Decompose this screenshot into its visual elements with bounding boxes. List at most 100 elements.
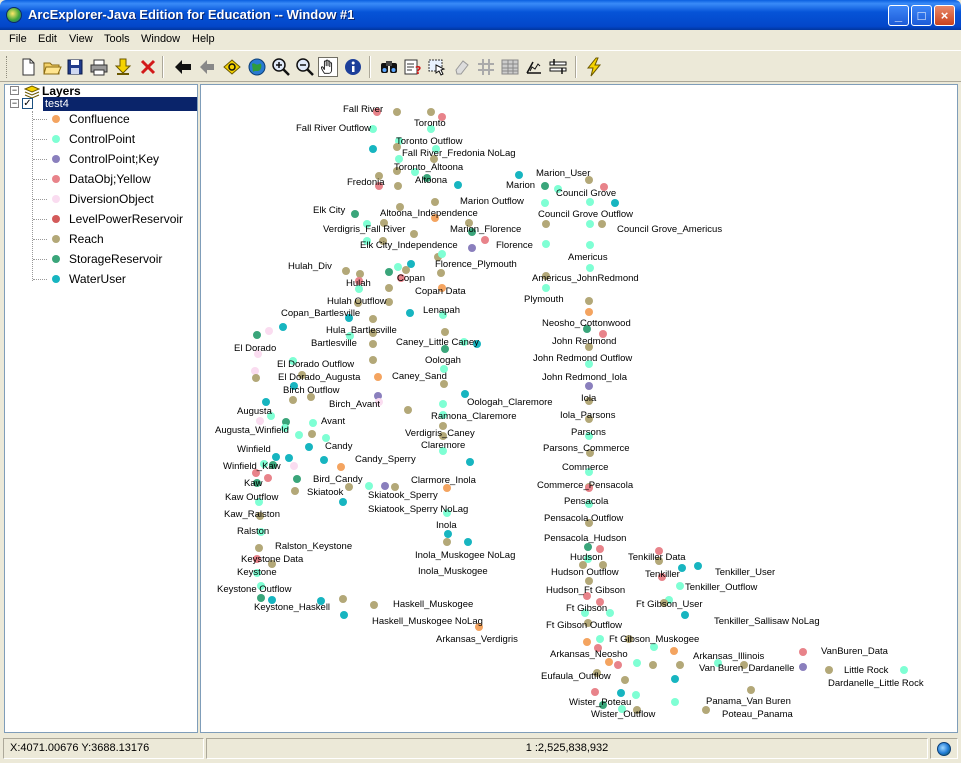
title-bar[interactable]: ArcExplorer-Java Edition for Education -…	[0, 0, 961, 30]
map-feature-wateruser[interactable]	[407, 260, 415, 268]
map-feature-controlpoint[interactable]	[541, 199, 549, 207]
map-feature-wateruser[interactable]	[681, 611, 689, 619]
map-feature-reach[interactable]	[585, 343, 593, 351]
map-feature-storagereservoir[interactable]	[351, 210, 359, 218]
map-feature-controlpoint[interactable]	[606, 609, 614, 617]
map-feature-controlpoint[interactable]	[257, 528, 265, 536]
map-feature-controlpoint[interactable]	[260, 460, 268, 468]
map-feature-reach[interactable]	[298, 371, 306, 379]
map-feature-storagereservoir[interactable]	[269, 461, 277, 469]
map-feature-reach[interactable]	[740, 661, 748, 669]
map-feature-reach[interactable]	[385, 298, 393, 306]
map-feature-storagereservoir[interactable]	[541, 182, 549, 190]
map-feature-wateruser[interactable]	[340, 611, 348, 619]
map-feature-controlpoint[interactable]	[632, 691, 640, 699]
map-feature-dataobj-yellow[interactable]	[599, 330, 607, 338]
map-feature-reach[interactable]	[633, 706, 641, 714]
map-feature-controlpoint[interactable]	[439, 400, 447, 408]
map-feature-controlpoint[interactable]	[585, 432, 593, 440]
map-feature-controlpoint[interactable]	[584, 555, 592, 563]
map-feature-controlpoint-key[interactable]	[799, 663, 807, 671]
save-icon[interactable]	[65, 57, 85, 77]
map-feature-confluence[interactable]	[337, 463, 345, 471]
map-feature-reach[interactable]	[268, 560, 276, 568]
map-feature-wateruser[interactable]	[279, 323, 287, 331]
zoom-to-layer-icon[interactable]	[222, 57, 242, 77]
map-feature-reach[interactable]	[410, 230, 418, 238]
menu-tools[interactable]: Tools	[104, 33, 130, 45]
map-feature-controlpoint[interactable]	[586, 264, 594, 272]
zoom-in-icon[interactable]	[271, 57, 291, 77]
map-feature-controlpoint[interactable]	[395, 155, 403, 163]
map-feature-reach[interactable]	[439, 422, 447, 430]
map-feature-confluence[interactable]	[443, 484, 451, 492]
delete-layer-icon[interactable]	[138, 57, 158, 77]
map-feature-reach[interactable]	[593, 669, 601, 677]
map-feature-dataobj-yellow[interactable]	[591, 688, 599, 696]
map-feature-confluence[interactable]	[585, 308, 593, 316]
map-feature-dataobj-yellow[interactable]	[596, 598, 604, 606]
map-feature-dataobj-yellow[interactable]	[375, 182, 383, 190]
map-feature-controlpoint[interactable]	[554, 185, 562, 193]
map-feature-reach[interactable]	[380, 219, 388, 227]
map-feature-wateruser[interactable]	[290, 382, 298, 390]
map-feature-storagereservoir[interactable]	[293, 475, 301, 483]
map-feature-storagereservoir[interactable]	[599, 701, 607, 709]
map-feature-diversionobject[interactable]	[265, 327, 273, 335]
map-feature-controlpoint[interactable]	[255, 498, 263, 506]
clear-selection-icon[interactable]	[452, 57, 472, 77]
map-feature-controlpoint[interactable]	[365, 482, 373, 490]
map-feature-wateruser[interactable]	[272, 453, 280, 461]
map-feature-wateruser[interactable]	[473, 340, 481, 348]
menu-help[interactable]: Help	[192, 33, 215, 45]
map-feature-storagereservoir[interactable]	[257, 594, 265, 602]
map-feature-controlpoint[interactable]	[432, 145, 440, 153]
map-feature-controlpoint[interactable]	[585, 500, 593, 508]
map-feature-controlpoint[interactable]	[586, 241, 594, 249]
map-feature-wateruser[interactable]	[369, 145, 377, 153]
map-feature-storagereservoir[interactable]	[282, 418, 290, 426]
map-feature-reach[interactable]	[586, 449, 594, 457]
identify-icon[interactable]	[343, 57, 363, 77]
map-feature-reach[interactable]	[307, 393, 315, 401]
map-feature-wateruser[interactable]	[466, 458, 474, 466]
map-feature-wateruser[interactable]	[305, 443, 313, 451]
map-feature-controlpoint[interactable]	[542, 240, 550, 248]
map-feature-reach[interactable]	[339, 595, 347, 603]
map-feature-controlpoint[interactable]	[346, 332, 354, 340]
map-feature-controlpoint[interactable]	[289, 357, 297, 365]
map-feature-controlpoint[interactable]	[427, 125, 435, 133]
map-feature-controlpoint[interactable]	[586, 220, 594, 228]
map-feature-reach[interactable]	[369, 340, 377, 348]
map-feature-controlpoint[interactable]	[596, 635, 604, 643]
map-feature-storagereservoir[interactable]	[423, 174, 431, 182]
menu-view[interactable]: View	[69, 33, 93, 45]
map-feature-reach[interactable]	[585, 297, 593, 305]
map-feature-reach[interactable]	[394, 182, 402, 190]
map-feature-dataobj-yellow[interactable]	[585, 484, 593, 492]
map-feature-controlpoint[interactable]	[633, 659, 641, 667]
map-feature-reach[interactable]	[437, 269, 445, 277]
map-feature-wateruser[interactable]	[694, 562, 702, 570]
map-feature-confluence[interactable]	[605, 658, 613, 666]
map-feature-reach[interactable]	[345, 483, 353, 491]
map-feature-wateruser[interactable]	[268, 596, 276, 604]
map-feature-wateruser[interactable]	[339, 498, 347, 506]
hotlink-lightning-icon[interactable]	[584, 57, 604, 77]
menu-file[interactable]: File	[9, 33, 27, 45]
map-feature-wateruser[interactable]	[671, 675, 679, 683]
map-feature-controlpoint[interactable]	[900, 666, 908, 674]
zoom-out-icon[interactable]	[295, 57, 315, 77]
map-feature-reach[interactable]	[585, 415, 593, 423]
map-feature-reach[interactable]	[291, 487, 299, 495]
map-feature-controlpoint[interactable]	[267, 412, 275, 420]
map-feature-controlpoint[interactable]	[411, 168, 419, 176]
map-feature-controlpoint[interactable]	[542, 284, 550, 292]
map-feature-wateruser[interactable]	[461, 390, 469, 398]
map-feature-reach[interactable]	[431, 198, 439, 206]
map-feature-reach[interactable]	[356, 270, 364, 278]
map-feature-reach[interactable]	[256, 512, 264, 520]
map-feature-dataobj-yellow[interactable]	[438, 113, 446, 121]
map-feature-reach[interactable]	[427, 108, 435, 116]
map-feature-reach[interactable]	[676, 661, 684, 669]
